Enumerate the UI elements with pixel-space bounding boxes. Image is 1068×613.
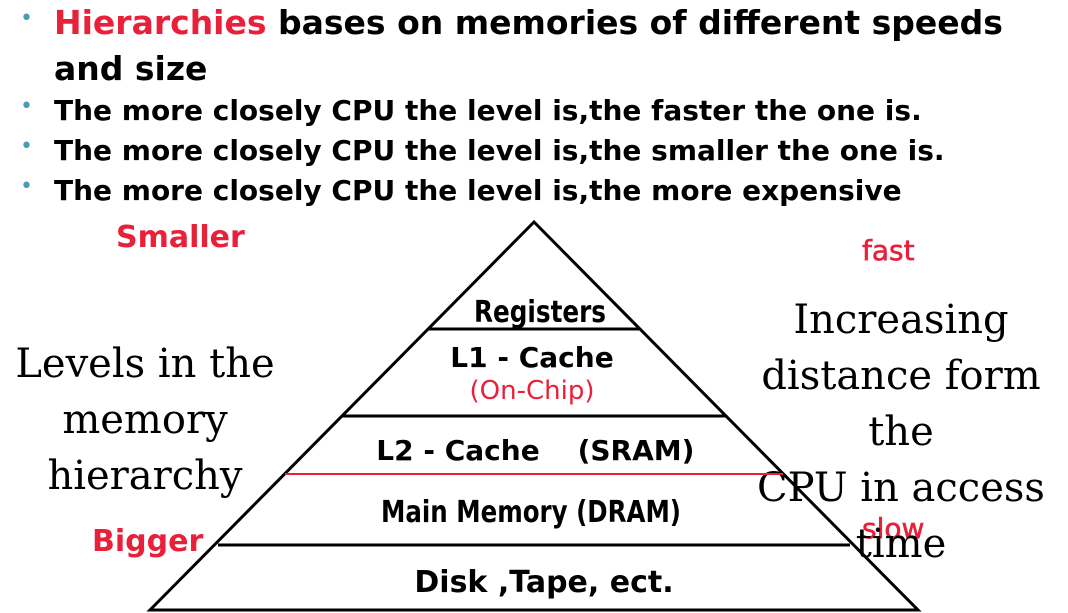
bullet-marker: •: [20, 6, 33, 31]
level-l2-note: (SRAM): [578, 434, 695, 467]
bigger-label: Bigger: [92, 524, 204, 559]
levels-caption-line: memory: [62, 397, 228, 443]
bullet-marker: •: [20, 174, 33, 199]
bullet-item-1-continuation: and size: [54, 49, 208, 88]
slow-label: slow: [862, 512, 925, 546]
level-l1-cache: L1 - Cache: [450, 341, 613, 374]
bullet-marker: •: [20, 134, 33, 159]
smaller-label: Smaller: [116, 220, 245, 255]
levels-caption: Levels in the memory hierarchy: [14, 336, 276, 504]
level-l2-cache: L2 - Cache: [376, 434, 539, 467]
bullet-item-3: The more closely CPU the level is,the sm…: [54, 134, 945, 167]
bullet-item-1-text: bases on memories of different speeds: [266, 3, 1003, 42]
levels-caption-line: hierarchy: [47, 453, 243, 499]
level-registers: Registers: [474, 295, 606, 330]
level-disk: Disk ,Tape, ect.: [414, 565, 673, 600]
bullet-item-4: The more closely CPU the level is,the mo…: [54, 174, 902, 207]
distance-caption-line: Increasing: [793, 297, 1009, 343]
bullet-item-1: Hierarchies bases on memories of differe…: [54, 0, 1003, 46]
distance-caption-line: CPU in access: [757, 465, 1045, 511]
level-main-memory: Main Memory (DRAM): [381, 495, 681, 530]
distance-caption-line: distance form the: [761, 353, 1041, 455]
bullet-highlight-word: Hierarchies: [54, 3, 267, 42]
levels-caption-line: Levels in the: [15, 341, 275, 387]
fast-label: fast: [862, 234, 915, 268]
distance-caption: Increasing distance form the CPU in acce…: [736, 292, 1066, 572]
bullet-item-2: The more closely CPU the level is,the fa…: [54, 94, 922, 127]
level-l1-note: (On-Chip): [470, 376, 595, 406]
bullet-marker: •: [20, 94, 33, 119]
distance-caption-line: time: [855, 521, 947, 567]
